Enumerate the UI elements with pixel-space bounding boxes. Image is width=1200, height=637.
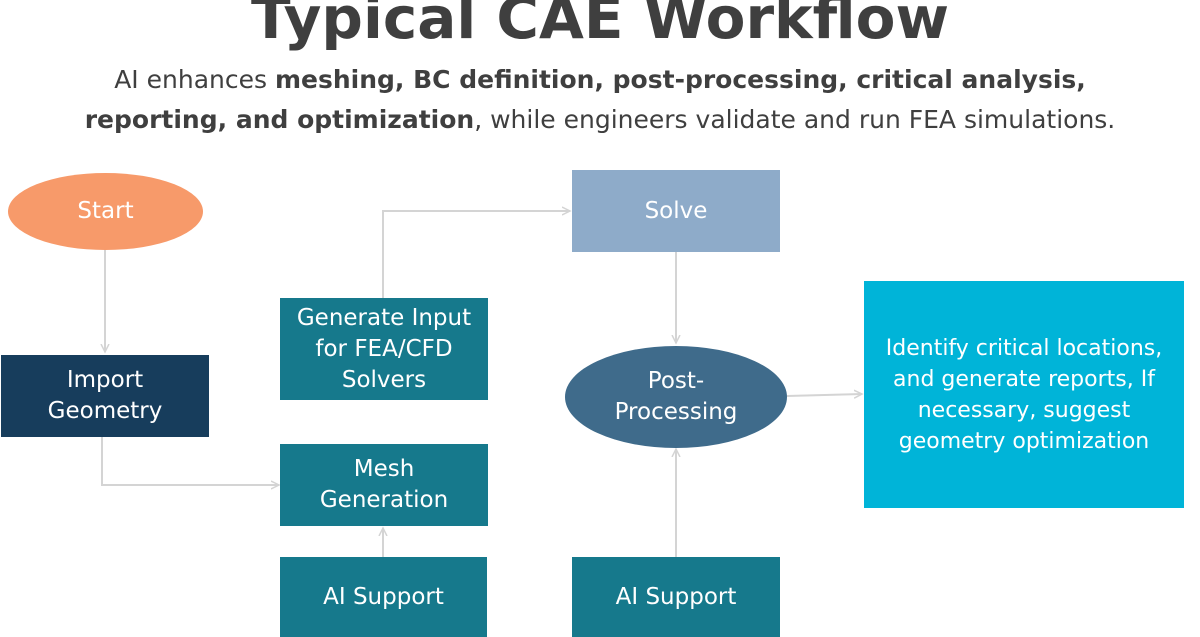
subtitle-outro: , while engineers validate and run FEA s… — [474, 105, 1116, 134]
generate-input-node: Generate Input for FEA/CFD Solvers — [280, 298, 488, 400]
import-geometry-node: Import Geometry — [1, 355, 209, 437]
subtitle-intro: AI enhances — [114, 65, 275, 94]
mesh-generation-node: Mesh Generation — [280, 444, 488, 526]
arrow-input-to-solve — [382, 211, 570, 298]
subtitle: AI enhances meshing, BC definition, post… — [40, 60, 1160, 140]
critical-locations-node: Identify critical locations, and generat… — [864, 281, 1184, 508]
ai-support-post-node: AI Support — [572, 557, 780, 637]
subtitle-highlight: meshing, BC definition, post-processing,… — [84, 65, 1086, 134]
ai-support-mesh-node: AI Support — [280, 557, 487, 637]
post-processing-node: Post- Processing — [565, 346, 787, 448]
start-node: Start — [8, 173, 203, 250]
arrow-import-to-mesh — [101, 437, 279, 485]
arrow-post-to-critical — [786, 394, 862, 396]
page-title: Typical CAE Workflow — [250, 0, 950, 52]
solve-node: Solve — [572, 170, 780, 252]
